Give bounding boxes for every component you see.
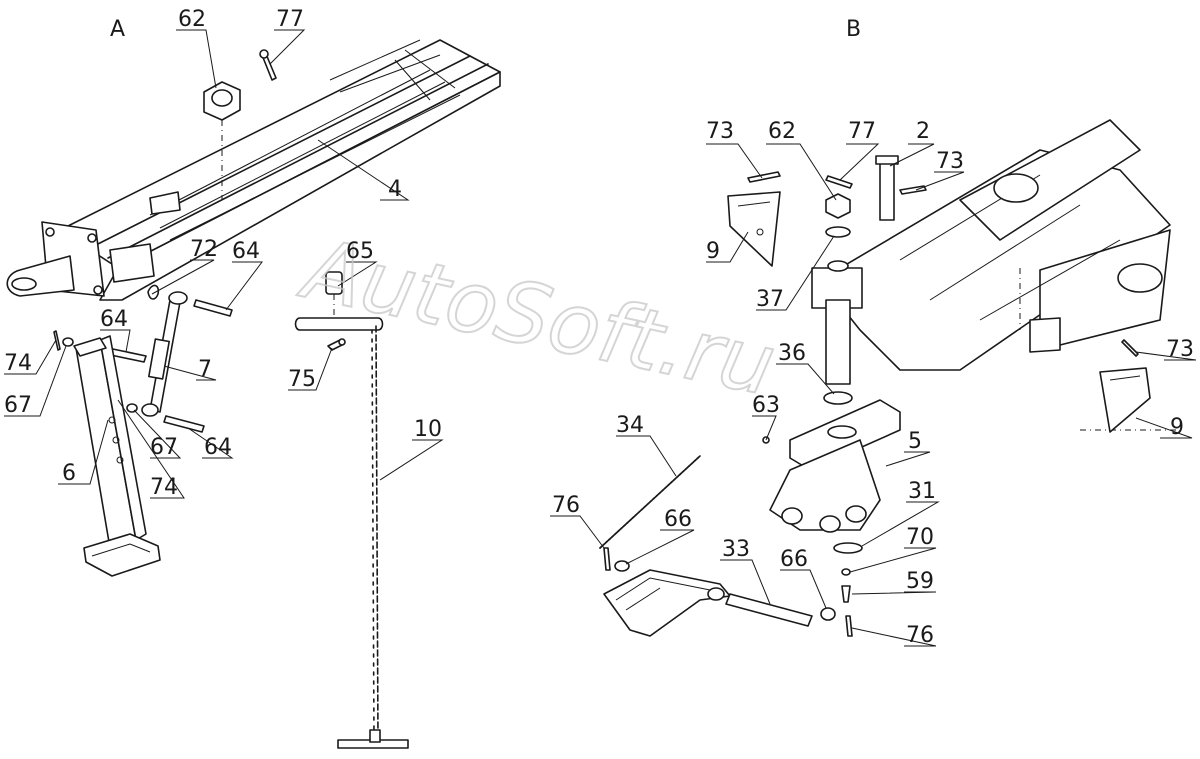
pin-2 (875, 155, 899, 221)
part-label: 77 (848, 119, 876, 144)
leader-lines (4, 29, 1197, 647)
part-label: 73 (706, 119, 734, 144)
chain-10 (294, 317, 409, 749)
nut-62-b (825, 193, 851, 219)
part-label: 66 (664, 507, 692, 532)
part-label: 31 (908, 479, 936, 504)
clip-72 (147, 284, 160, 300)
swivel-bracket-5 (769, 399, 901, 533)
part-label: 63 (752, 393, 780, 418)
part-label: 33 (722, 537, 750, 562)
jack-stand-6 (73, 335, 161, 577)
cotter-77-b (825, 175, 853, 189)
part-label: 2 (916, 119, 930, 144)
part-label: 66 (780, 547, 808, 572)
washer-36 (823, 391, 853, 405)
turnbuckle-7 (141, 291, 188, 417)
pin-64-upper (193, 299, 233, 317)
part-label: 75 (288, 367, 316, 392)
spring-34 (599, 455, 701, 549)
pin-64-lower (163, 415, 205, 433)
part-label: 74 (150, 475, 178, 500)
washer-31 (833, 542, 863, 554)
frame-assembly (819, 119, 1180, 431)
washer-37 (825, 226, 851, 238)
lever-arm (603, 569, 731, 637)
washers-66 (614, 560, 836, 621)
part-label: 76 (552, 493, 580, 518)
spindle-2-frame (811, 260, 863, 385)
section-b-letter: B (846, 17, 861, 42)
shaft-33 (725, 593, 813, 627)
part-label: 67 (150, 435, 178, 460)
part-label: 6 (62, 461, 76, 486)
part-label: 73 (936, 149, 964, 174)
part-label: 34 (616, 413, 644, 438)
pin-76-right (845, 615, 853, 637)
clip-75 (327, 338, 346, 351)
part-label: 76 (906, 623, 934, 648)
part-label: 9 (1170, 415, 1184, 440)
part-label: 72 (190, 237, 218, 262)
pin-76-left (603, 547, 611, 571)
part-label: 64 (204, 435, 232, 460)
part-label: 64 (232, 239, 260, 264)
part-label: 37 (756, 287, 784, 312)
part-label: 64 (100, 307, 128, 332)
washer-70 (841, 568, 851, 576)
part-label: 5 (908, 429, 922, 454)
part-label: 77 (276, 7, 304, 32)
part-label: 10 (414, 417, 442, 442)
part-label: 4 (388, 177, 402, 202)
part-label: 62 (178, 7, 206, 32)
part-label: 73 (1166, 337, 1194, 362)
castle-nut-62-a (203, 81, 241, 200)
part-label: 36 (778, 341, 806, 366)
part-label: 62 (768, 119, 796, 144)
part-label: 65 (346, 239, 374, 264)
cotter-pin-77-a (259, 49, 277, 81)
bolt-59 (841, 585, 851, 603)
bracket-9-lower (1099, 367, 1151, 433)
part-label: 67 (4, 393, 32, 418)
part-label: 9 (706, 239, 720, 264)
bolts-73 (747, 171, 1139, 357)
part-label: 59 (906, 569, 934, 594)
drawbar-beam (6, 39, 501, 301)
part-label: 7 (198, 357, 212, 382)
section-a-letter: A (110, 17, 125, 42)
part-label: 74 (4, 351, 32, 376)
bracket-9-upper (727, 191, 781, 267)
part-label: 70 (906, 525, 934, 550)
